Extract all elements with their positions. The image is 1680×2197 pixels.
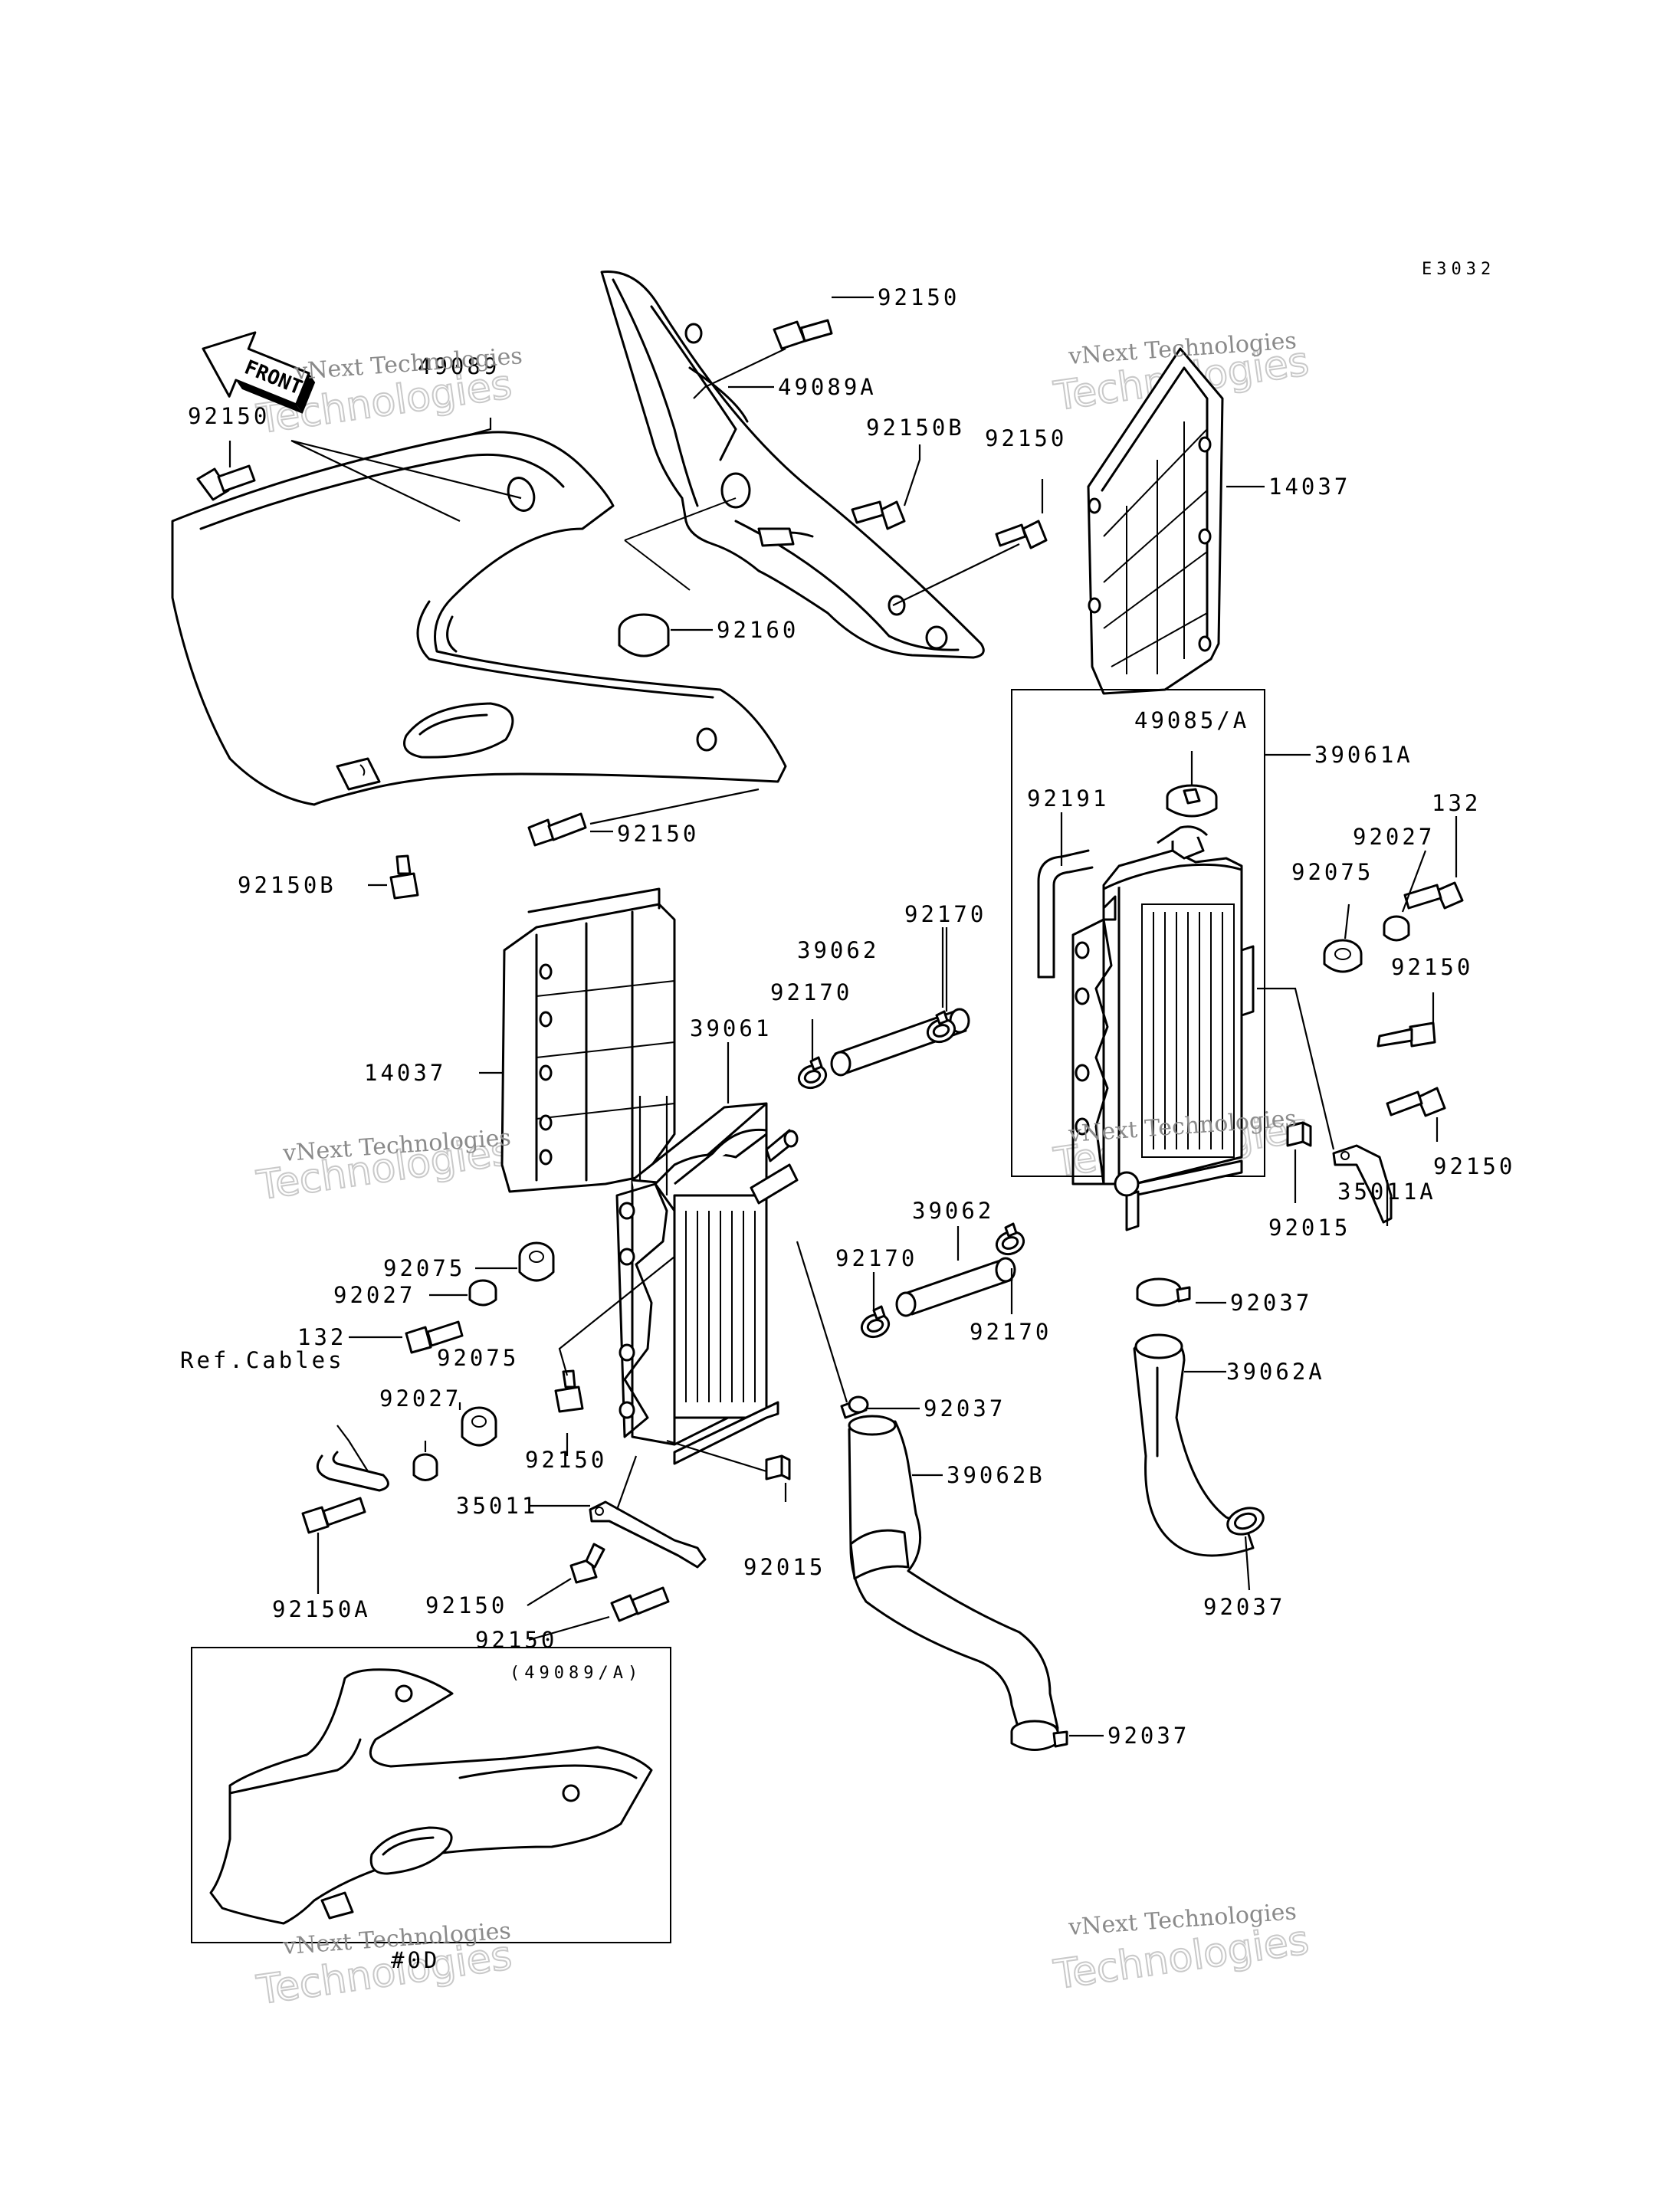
label-39062A: 39062A <box>1226 1359 1325 1385</box>
label-49085A: 49085/A <box>1134 707 1249 733</box>
clamp-92037-mid <box>840 1395 869 1419</box>
label-92150B: 92150B <box>866 415 965 441</box>
hose-39062-upper <box>830 1008 970 1077</box>
label-132: 132 <box>1432 790 1481 816</box>
bolt-92150-top <box>773 319 833 350</box>
radiator-shroud-left <box>171 431 787 806</box>
label-92027: 92027 <box>379 1385 461 1412</box>
clamp-92170-b <box>926 1010 956 1044</box>
bolt-92150-mid <box>995 520 1048 549</box>
label-39061: 39061 <box>690 1015 772 1041</box>
label-39062B: 39062B <box>947 1462 1045 1488</box>
label-92037: 92037 <box>1203 1594 1285 1620</box>
radiator-right <box>1011 689 1265 1231</box>
bolt-92150B-top <box>851 500 906 530</box>
label-92075: 92075 <box>1291 859 1373 885</box>
label-39062: 39062 <box>912 1198 994 1224</box>
inset-title: (49089/A) <box>510 1664 642 1683</box>
hose-39062A <box>1133 1333 1255 1557</box>
label-39062: 39062 <box>797 937 879 963</box>
label-92170: 92170 <box>904 901 986 927</box>
hose-clamps <box>797 1010 1265 1751</box>
cable-clip <box>316 1451 389 1492</box>
label-14037: 14037 <box>1268 474 1350 500</box>
leader-lines <box>228 296 1458 1737</box>
label-92150: 92150 <box>1433 1153 1515 1179</box>
label-49089: 49089 <box>418 353 500 379</box>
label-92150A: 92150A <box>272 1596 371 1622</box>
radiator-cap <box>1166 784 1218 818</box>
label-92075: 92075 <box>383 1255 465 1281</box>
label-92170: 92170 <box>770 979 852 1005</box>
grommet-92075-left-a <box>518 1241 555 1282</box>
label-92170: 92170 <box>970 1319 1052 1345</box>
bolt-92150-left <box>196 464 256 501</box>
label-92170: 92170 <box>835 1245 917 1271</box>
grommet-92160 <box>618 613 670 657</box>
label-132: 132 <box>297 1324 346 1350</box>
label-92027: 92027 <box>333 1282 415 1308</box>
grommets <box>412 915 1410 1481</box>
part-labels: 92150 49089A 49089 92150 92150B 92150 14… <box>180 284 1515 1749</box>
bolt-92150-b1 <box>569 1543 605 1584</box>
bolt-92150B-left <box>389 854 419 900</box>
bolts <box>196 319 1464 1622</box>
label-92150: 92150 <box>617 821 699 847</box>
bracket-35011 <box>589 1500 707 1569</box>
collar-92027-right <box>1383 915 1410 942</box>
grommet-92075-right <box>1323 939 1363 973</box>
label-ref-cables: Ref.Cables <box>180 1347 345 1373</box>
label-92150: 92150 <box>878 284 960 310</box>
label-92150: 92150 <box>188 403 270 429</box>
label-92150: 92150 <box>475 1627 557 1653</box>
label-39061A: 39061A <box>1314 742 1413 768</box>
bolt-92150-shroud <box>527 812 587 847</box>
radiator-left <box>615 1102 799 1465</box>
collar-92027-left-a <box>468 1279 497 1307</box>
bolt-92150-r1 <box>1376 1021 1436 1048</box>
radiator-shroud-upper <box>600 271 985 659</box>
label-49089A: 49089A <box>778 374 877 400</box>
label-92075: 92075 <box>437 1345 519 1371</box>
label-92150: 92150 <box>425 1592 507 1618</box>
nut-92015-left <box>765 1454 791 1481</box>
collar-92027-left-b <box>412 1453 438 1481</box>
label-92037: 92037 <box>1107 1723 1189 1749</box>
diagram-code: E3032 <box>1422 260 1495 279</box>
bolt-92150-r2 <box>1386 1087 1446 1117</box>
clamp-92037-bottom <box>1010 1720 1068 1751</box>
grommet-92075-left-b <box>461 1406 497 1447</box>
label-92037: 92037 <box>1230 1290 1312 1316</box>
label-92015: 92015 <box>743 1554 825 1580</box>
bolt-92150-b2 <box>610 1586 670 1622</box>
clamp-92037-right-top <box>1136 1277 1191 1307</box>
clamp-92170-c <box>860 1305 891 1339</box>
hose-39062-lower <box>895 1257 1016 1317</box>
label-92150: 92150 <box>525 1447 607 1473</box>
label-14037: 14037 <box>364 1060 446 1086</box>
bolt-92150-low <box>554 1369 584 1413</box>
label-92037: 92037 <box>924 1395 1006 1421</box>
clamp-92170-d <box>995 1222 1025 1256</box>
label-92150: 92150 <box>1391 954 1473 980</box>
label-92150: 92150 <box>985 425 1067 451</box>
label-92027: 92027 <box>1353 824 1435 850</box>
radiator-guard-left <box>500 887 676 1193</box>
bolt-132-right <box>1403 881 1464 910</box>
label-35011A: 35011A <box>1337 1179 1436 1205</box>
label-92015: 92015 <box>1268 1215 1350 1241</box>
bolt-92150A <box>301 1497 366 1534</box>
inset-note: #0D <box>391 1947 440 1973</box>
label-35011: 35011 <box>456 1493 538 1519</box>
radiator-guard-right <box>1087 347 1224 695</box>
label-92150B: 92150B <box>238 872 336 898</box>
clamp-92037-right-low <box>1226 1507 1265 1536</box>
bolt-132-left <box>405 1320 464 1354</box>
label-92191: 92191 <box>1027 785 1109 812</box>
inset-box: (49089/A) #0D <box>191 1647 671 1973</box>
clamp-92170-a <box>797 1056 828 1090</box>
nut-92015-right <box>1286 1121 1312 1147</box>
label-92160: 92160 <box>717 617 799 643</box>
